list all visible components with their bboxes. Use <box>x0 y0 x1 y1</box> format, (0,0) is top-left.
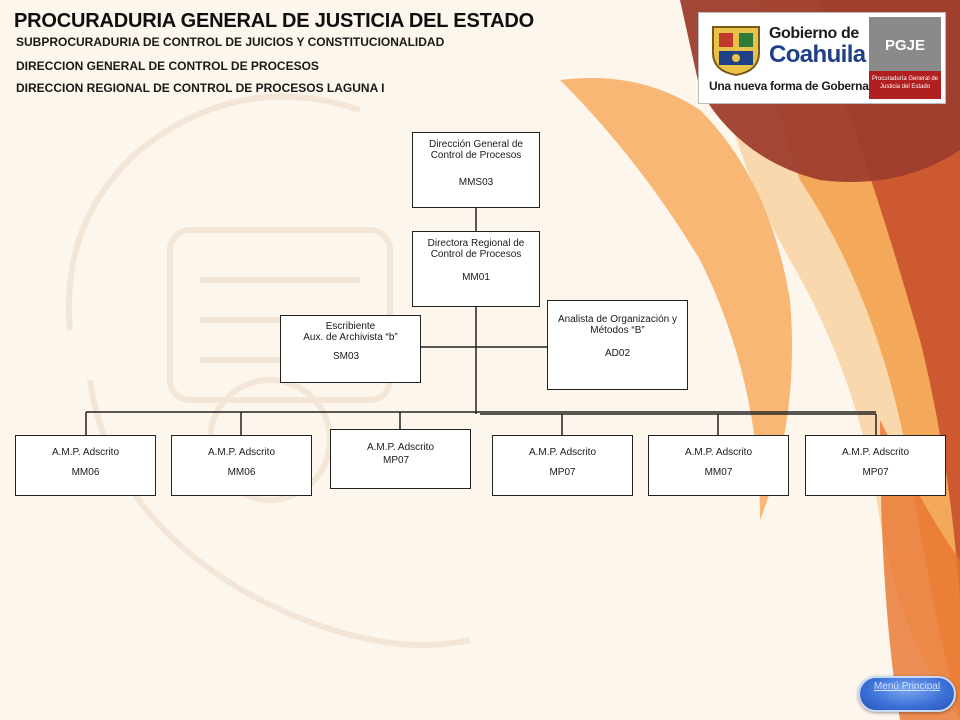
box-code: MMS03 <box>458 177 494 188</box>
pgje-emblem: PGJE Procuraduría General de Justicia de… <box>869 17 941 99</box>
box-title: Analista de Organización y Métodos “B” <box>558 314 677 336</box>
box-code: MM06 <box>227 467 256 478</box>
pgje-subtext: Procuraduría General de Justicia del Est… <box>869 71 941 99</box>
org-box-amp-2: A.M.P. Adscrito MM06 <box>171 435 312 496</box>
box-code: MP07 <box>383 455 410 466</box>
subtitle-direccion-general: DIRECCION GENERAL DE CONTROL DE PROCESOS <box>16 59 319 73</box>
box-code: MM07 <box>704 467 733 478</box>
subtitle-direccion-regional: DIRECCION REGIONAL DE CONTROL DE PROCESO… <box>16 81 385 95</box>
box-title-line2: Aux. de Archivista “b” <box>303 332 398 343</box>
box-code: SM03 <box>333 351 360 362</box>
box-title: A.M.P. Adscrito <box>51 447 120 458</box>
box-code: MP07 <box>862 467 889 478</box>
box-title: A.M.P. Adscrito <box>684 447 753 458</box>
org-box-amp-4: A.M.P. Adscrito MP07 <box>492 435 633 496</box>
pgje-text: PGJE <box>884 37 926 54</box>
box-title: Dirección General de Control de Procesos <box>429 139 523 161</box>
box-code: MP07 <box>549 467 576 478</box>
org-box-escribiente: Escribiente Aux. de Archivista “b” SM03 <box>280 315 421 383</box>
page-title: PROCURADURIA GENERAL DE JUSTICIA DEL EST… <box>14 10 534 32</box>
org-box-amp-3: A.M.P. Adscrito MP07 <box>330 429 471 489</box>
header: PROCURADURIA GENERAL DE JUSTICIA DEL EST… <box>14 10 534 99</box>
org-box-amp-6: A.M.P. Adscrito MP07 <box>805 435 946 496</box>
box-title-line1: Escribiente <box>325 321 376 332</box>
box-title: Directora Regional de Control de Proceso… <box>427 238 525 260</box>
box-code: MM06 <box>71 467 100 478</box>
box-title: A.M.P. Adscrito <box>207 447 276 458</box>
box-title: A.M.P. Adscrito <box>528 447 597 458</box>
logo-coahuila-text: Coahuila <box>769 41 866 68</box>
coahuila-crest-icon <box>712 26 760 77</box>
coahuila-pgje-logo: Gobierno de Coahuila Una nueva forma de … <box>698 12 946 104</box>
org-box-directora-regional: Directora Regional de Control de Proceso… <box>412 231 540 307</box>
subtitle-subprocuraduria: SUBPROCURADURIA DE CONTROL DE JUICIOS Y … <box>16 35 445 49</box>
menu-principal-button[interactable]: Menú Principal <box>858 676 956 712</box>
logo-gobierno-text: Gobierno de <box>769 25 859 42</box>
box-code: AD02 <box>604 348 630 359</box>
box-title: A.M.P. Adscrito <box>841 447 910 458</box>
org-box-direccion-general: Dirección General de Control de Procesos… <box>412 132 540 208</box>
org-box-analista: Analista de Organización y Métodos “B” A… <box>547 300 688 390</box>
box-title: A.M.P. Adscrito <box>366 442 435 453</box>
org-box-amp-5: A.M.P. Adscrito MM07 <box>648 435 789 496</box>
org-box-amp-1: A.M.P. Adscrito MM06 <box>15 435 156 496</box>
logo-slogan: Una nueva forma de Gobernar <box>709 79 873 93</box>
box-code: MM01 <box>462 272 490 283</box>
